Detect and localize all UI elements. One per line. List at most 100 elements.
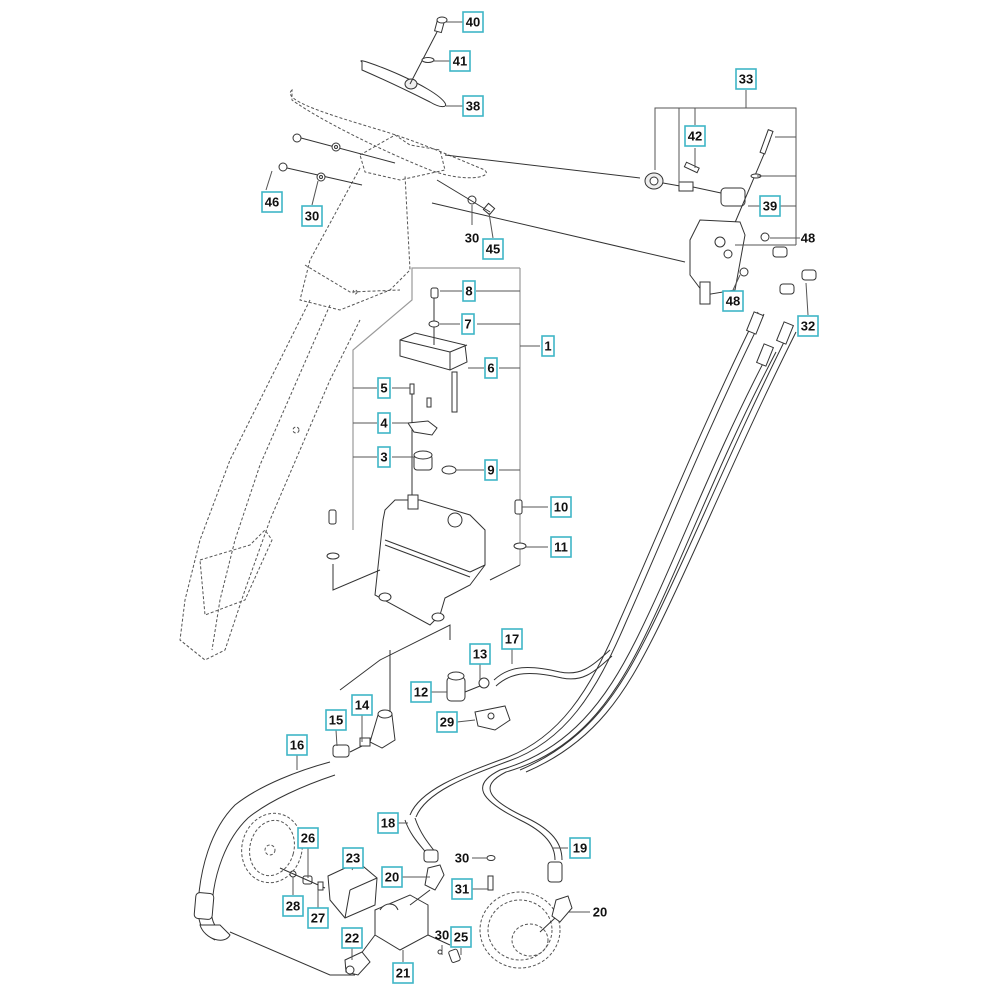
fittings-12-13 (446, 649, 613, 702)
callout-number: 30 (455, 851, 469, 866)
callout-number: 48 (801, 231, 815, 246)
callout-number: 30 (435, 928, 449, 943)
hydraulic-hoses (409, 311, 797, 861)
callout-box (341, 927, 363, 949)
callout-14: 14 (351, 694, 373, 716)
callout-23: 23 (342, 847, 364, 869)
callout-box (286, 734, 308, 756)
callout-9: 9 (484, 459, 498, 481)
callout-box (342, 847, 364, 869)
callout-8: 8 (462, 280, 476, 302)
callout-box (282, 895, 304, 917)
callout-number: 32 (801, 319, 815, 334)
callout-number: 15 (329, 713, 343, 728)
callout-box (462, 95, 484, 117)
callout-19: 19 (569, 837, 591, 859)
callout-number: 4 (380, 416, 388, 431)
callout-5: 5 (377, 377, 391, 399)
callout-number: 10 (554, 500, 568, 515)
callout-box (735, 68, 757, 90)
callout-box (462, 280, 476, 302)
callout-number: 6 (487, 361, 494, 376)
callout-box (392, 962, 414, 984)
callout-number: 26 (301, 831, 315, 846)
callout-29: 29 (436, 711, 458, 733)
callout-27: 27 (307, 907, 329, 929)
callout-box (377, 412, 391, 434)
callout-number: 3 (380, 450, 387, 465)
callout-28: 28 (282, 895, 304, 917)
callout-box (541, 335, 555, 357)
callout-25: 25 (450, 926, 472, 948)
callout-box (550, 496, 572, 518)
callout-number: 42 (688, 129, 702, 144)
callout-number: 31 (455, 882, 469, 897)
callout-number: 22 (345, 931, 359, 946)
callout-number: 17 (505, 632, 519, 647)
callout-38: 38 (462, 95, 484, 117)
callout-box (550, 536, 572, 558)
callout-box (484, 459, 498, 481)
callout-number: 30 (465, 231, 479, 246)
callout-number: 29 (440, 715, 454, 730)
fittings-14-15 (332, 650, 396, 758)
callout-20: 20 (593, 905, 607, 920)
callout-box (377, 812, 399, 834)
callout-box (377, 377, 391, 399)
callout-48: 48 (801, 231, 815, 246)
callout-number: 5 (380, 381, 387, 396)
callout-number: 46 (265, 195, 279, 210)
clamp-29 (474, 705, 511, 731)
tank-cap-6 (399, 287, 468, 413)
tank-assembly-bracket (352, 267, 521, 565)
suction-hose-16 (193, 761, 355, 976)
callout-number: 16 (290, 738, 304, 753)
callout-box (261, 191, 283, 213)
callout-16: 16 (286, 734, 308, 756)
callout-41: 41 (449, 50, 471, 72)
callout-number: 18 (381, 816, 395, 831)
callout-31: 31 (451, 878, 473, 900)
callout-22: 22 (341, 927, 363, 949)
callout-box (410, 681, 432, 703)
bolt-31-washer-30 (486, 855, 496, 891)
callout-number: 48 (726, 294, 740, 309)
callout-26: 26 (297, 827, 319, 849)
callout-13: 13 (469, 643, 491, 665)
callout-11: 11 (550, 536, 572, 558)
callout-box (569, 837, 591, 859)
callout-number: 20 (385, 870, 399, 885)
callout-32: 32 (797, 315, 819, 337)
callout-21: 21 (392, 962, 414, 984)
callout-18: 18 (377, 812, 399, 834)
callout-box (436, 711, 458, 733)
callout-number: 38 (466, 99, 480, 114)
callout-46: 46 (261, 191, 283, 213)
motor-reference (479, 891, 561, 969)
callout-40: 40 (462, 11, 484, 33)
callout-box (684, 125, 706, 147)
callout-number: 12 (414, 685, 428, 700)
callout-number: 19 (573, 841, 587, 856)
callout-box (501, 628, 523, 650)
callout-6: 6 (484, 357, 498, 379)
callout-box (307, 907, 329, 929)
steering-valve (644, 129, 817, 305)
steering-wheel (360, 60, 447, 108)
callout-number: 7 (464, 317, 471, 332)
pump-housing-21 (359, 894, 461, 963)
callout-33: 33 (735, 68, 757, 90)
callout-box (462, 11, 484, 33)
tank-small-parts (407, 383, 457, 495)
callout-42: 42 (684, 125, 706, 147)
callout-box (325, 709, 347, 731)
callout-number: 41 (453, 54, 467, 69)
callout-box (351, 694, 373, 716)
callout-7: 7 (461, 313, 475, 335)
callout-number: 9 (487, 463, 494, 478)
callout-number: 11 (554, 540, 568, 555)
callout-box (377, 446, 391, 468)
callout-39: 39 (759, 195, 781, 217)
callout-number: 28 (286, 899, 300, 914)
